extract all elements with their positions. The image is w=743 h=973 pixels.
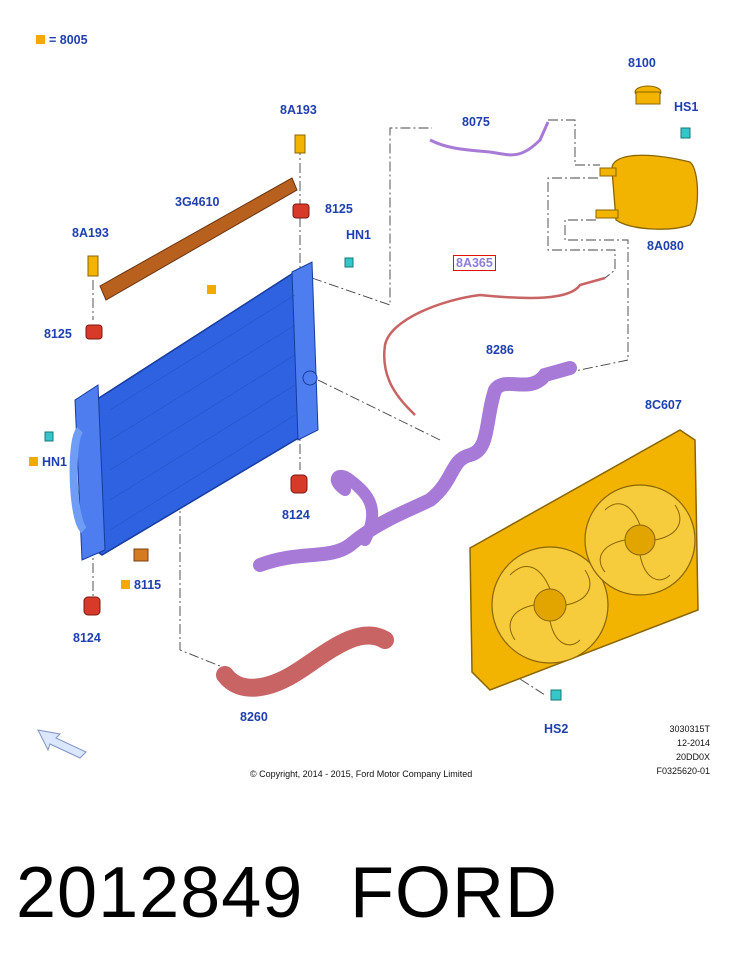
code-line-2: 12-2014: [676, 738, 710, 748]
label-3g4610: 3G4610: [175, 195, 220, 209]
bleed-hose: [382, 276, 606, 416]
copyright: © Copyright, 2014 - 2015, Ford Motor Com…: [250, 769, 473, 779]
label-hn1-left-text: HN1: [42, 455, 68, 469]
label-8100: 8100: [628, 56, 656, 70]
label-8115: 8115: [121, 578, 161, 592]
brand: FORD: [350, 853, 558, 933]
label-8a080: 8A080: [647, 239, 684, 253]
screw-hn1-left: [44, 431, 54, 442]
screw-hs1: [680, 127, 691, 139]
label-hn1-top: HN1: [346, 228, 372, 242]
legend: = 8005: [36, 33, 88, 47]
fan-shroud: [469, 429, 699, 691]
label-hs1: HS1: [674, 100, 699, 114]
mount-8125-top: [292, 203, 310, 219]
label-8125-top: 8125: [325, 202, 353, 216]
label-8286: 8286: [486, 343, 514, 357]
label-8075: 8075: [462, 115, 490, 129]
bolt-8a193-top: [294, 134, 306, 154]
expansion-tank: [595, 154, 699, 230]
mount-8125-left: [85, 324, 103, 340]
label-8124-low: 8124: [73, 631, 101, 645]
filler-cap: [634, 85, 662, 105]
legend-text: = 8005: [49, 33, 88, 47]
drawing-codes: 3030315T 12-2014 20DD0X F0325620-01: [656, 722, 710, 778]
label-8c607: 8C607: [645, 398, 682, 412]
code-line-3: 20DD0X: [675, 752, 710, 762]
radiator: [69, 261, 319, 561]
cooling-system-diagram: [37, 85, 699, 759]
label-8a365: 8A365: [453, 255, 496, 271]
upper-hose: [253, 361, 577, 572]
code-line-1: 3030315T: [669, 724, 710, 734]
front-direction-arrow-icon: [37, 729, 87, 759]
part-number: 2012849: [16, 853, 304, 933]
drain-plug-8115: [133, 548, 149, 562]
label-8115-text: 8115: [134, 578, 162, 592]
code-line-4: F0325620-01: [656, 766, 710, 776]
label-8a193-left: 8A193: [72, 226, 109, 240]
label-hn1-left: HN1: [29, 455, 67, 469]
marker-8005-icon: [121, 580, 130, 589]
mount-8124-mid: [290, 474, 308, 494]
legend-swatch-icon: [36, 35, 45, 44]
label-8125-left: 8125: [44, 327, 72, 341]
overflow-hose: [429, 121, 550, 157]
screw-hs2: [550, 689, 562, 701]
label-8124-mid: 8124: [282, 508, 310, 522]
label-8a365-text: 8A365: [453, 255, 496, 271]
lower-hose: [216, 626, 394, 697]
label-8a193-top: 8A193: [280, 103, 317, 117]
screw-hn1-top: [344, 257, 354, 268]
marker-8005-icon: [29, 457, 38, 466]
label-8260: 8260: [240, 710, 268, 724]
mount-8124-low: [83, 596, 101, 616]
upper-hose-branch: [330, 469, 379, 546]
bolt-8a193-left: [87, 255, 99, 277]
seal-strip: [99, 177, 298, 301]
label-8005-marker: [207, 283, 220, 297]
label-hs2: HS2: [544, 722, 569, 736]
marker-8005-icon: [207, 285, 216, 294]
